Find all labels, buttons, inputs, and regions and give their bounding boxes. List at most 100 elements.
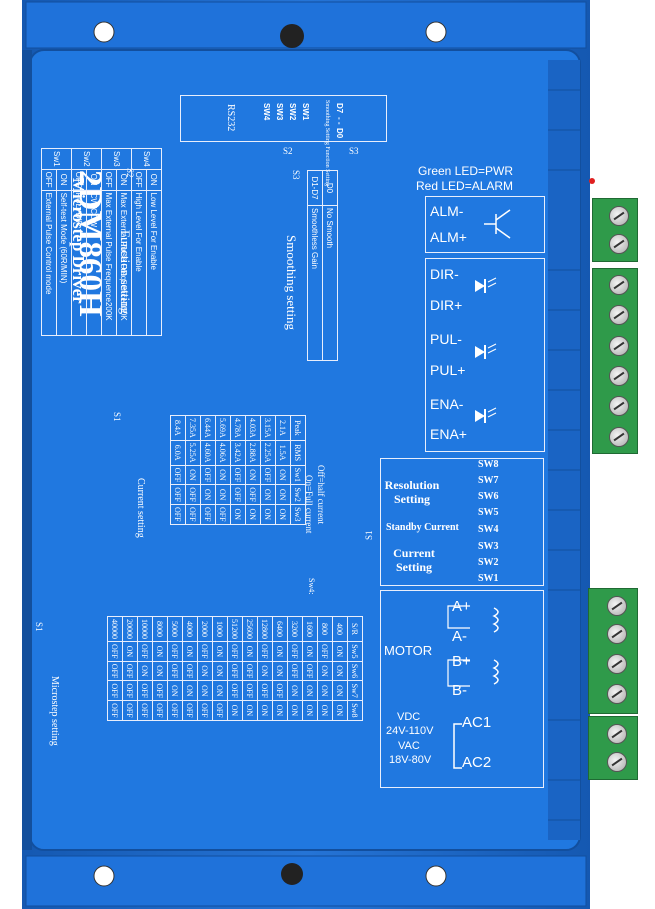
- pul-minus-label: PUL-: [430, 331, 462, 347]
- terminal-screw[interactable]: [609, 427, 629, 447]
- microstep-table-cell: ON: [137, 661, 153, 681]
- signal-box: [425, 258, 545, 452]
- dip-sw8-label: SW8: [478, 459, 499, 470]
- fs-sw3-on: ON: [116, 169, 132, 191]
- terminal-screw[interactable]: [609, 366, 629, 386]
- microstep-table-cell: OFF: [272, 680, 288, 701]
- ss-d0-text: No Smooth: [322, 205, 338, 361]
- microstep-table-cell: ON: [272, 641, 288, 662]
- terminal-screw[interactable]: [607, 624, 627, 644]
- smoothing-setting-title: Smoothing setting: [284, 235, 299, 330]
- ss-d1d7-text: Smoothless Gain: [307, 205, 323, 361]
- microstep-table-header: Sw8: [347, 700, 363, 721]
- microstep-table-cell: ON: [182, 641, 198, 662]
- dip-sw5-label: SW5: [478, 507, 499, 518]
- microstep-table-cell: OFF: [287, 661, 303, 681]
- dip-top-label-sw3: SW3: [275, 103, 284, 121]
- dip-top-label-sw2: SW2: [288, 103, 297, 121]
- vac-range: 18V-80V: [389, 754, 432, 766]
- terminal-screw[interactable]: [609, 305, 629, 325]
- alm-minus-label: ALM-: [430, 203, 464, 219]
- current-table-cell: ON: [245, 465, 261, 485]
- microstep-table-cell: OFF: [152, 680, 168, 701]
- microstep-table-cell: ON: [332, 680, 348, 701]
- current-table-cell: 3.15A: [260, 415, 276, 441]
- microstep-table-cell: OFF: [137, 641, 153, 662]
- current-table-cell: 4.78A: [230, 415, 246, 441]
- terminal-screw[interactable]: [609, 275, 629, 295]
- terminal-screw[interactable]: [609, 206, 629, 226]
- current-table-cell: ON: [260, 484, 276, 505]
- ena-plus-label: ENA+: [430, 426, 467, 442]
- microstep-table-cell: ON: [302, 700, 318, 721]
- microstep-table-cell: ON: [227, 700, 243, 721]
- microstep-table-cell: OFF: [122, 700, 138, 721]
- terminal-screw[interactable]: [609, 234, 629, 254]
- terminal-screw[interactable]: [607, 654, 627, 674]
- microstep-table-cell: ON: [182, 680, 198, 701]
- terminal-screw[interactable]: [607, 596, 627, 616]
- optocoupler-icon: [475, 407, 497, 423]
- current-table-cell: 1.5A: [275, 440, 291, 466]
- current-table-cell: 6.44A: [200, 415, 216, 441]
- current-table-cell: OFF: [215, 504, 231, 525]
- fs-sw3: Sw3: [101, 148, 132, 170]
- fs-sw2-off: OFF: [71, 169, 87, 191]
- current-setting-s1: S1: [112, 412, 122, 422]
- microstep-table-cell: OFF: [107, 700, 123, 721]
- microstep-table-cell: 12800: [257, 616, 273, 642]
- current-table-cell: 7.35A: [185, 415, 201, 441]
- current-table-cell: 5.25A: [185, 440, 201, 466]
- microstep-table-cell: ON: [257, 661, 273, 681]
- optocoupler-icon: [475, 343, 497, 359]
- microstep-table-cell: OFF: [212, 700, 228, 721]
- microstep-table-cell: OFF: [182, 700, 198, 721]
- microstep-table-cell: 10000: [137, 616, 153, 642]
- current-table-cell: OFF: [185, 484, 201, 505]
- fs-sw4: Sw4: [131, 148, 162, 170]
- microstep-table-cell: ON: [122, 641, 138, 662]
- motor-label: MOTOR: [384, 643, 433, 658]
- current-table-cell: OFF: [245, 484, 261, 505]
- ss-d1d7: D1-D7: [307, 170, 323, 206]
- current-table-cell: 3.42A: [230, 440, 246, 466]
- current-table-cell: OFF: [230, 465, 246, 485]
- microstep-table-cell: 2000: [197, 616, 213, 642]
- fs-sw1-off-text: External Pulse Control mode: [41, 190, 57, 336]
- signal-terminal-block[interactable]: [592, 268, 638, 454]
- terminal-screw[interactable]: [609, 336, 629, 356]
- dip-right-s1: S1: [364, 530, 374, 540]
- microstep-table-cell: OFF: [107, 661, 123, 681]
- microstep-table-cell: OFF: [137, 700, 153, 721]
- microstep-table-cell: ON: [317, 700, 333, 721]
- terminal-screw[interactable]: [607, 724, 627, 744]
- vac-label: VAC: [398, 740, 420, 752]
- dip-top-label-mid: - -: [335, 117, 344, 125]
- microstep-table-cell: 40000: [107, 616, 123, 642]
- standby-current-label: Standby Current: [386, 522, 459, 533]
- current-table-cell: ON: [260, 504, 276, 525]
- current-table-cell: 2.1A: [275, 415, 291, 441]
- microstep-table-cell: OFF: [302, 661, 318, 681]
- dip-sw1-label: SW1: [478, 573, 499, 584]
- rs232-label: RS232: [225, 104, 236, 132]
- dip-right-box: [380, 458, 544, 586]
- fs-sw2-on-text: CW/CCW: [86, 190, 102, 336]
- pul-plus-label: PUL+: [430, 362, 466, 378]
- fs-sw4-off-text: High Level For Enable: [131, 190, 147, 336]
- terminal-screw[interactable]: [607, 752, 627, 772]
- terminal-screw[interactable]: [607, 684, 627, 704]
- terminal-screw[interactable]: [609, 396, 629, 416]
- microstep-table-cell: OFF: [197, 700, 213, 721]
- alarm-box: [425, 196, 545, 253]
- microstep-table-cell: ON: [332, 700, 348, 721]
- current-table-cell: ON: [215, 484, 231, 505]
- microstep-table-cell: OFF: [122, 661, 138, 681]
